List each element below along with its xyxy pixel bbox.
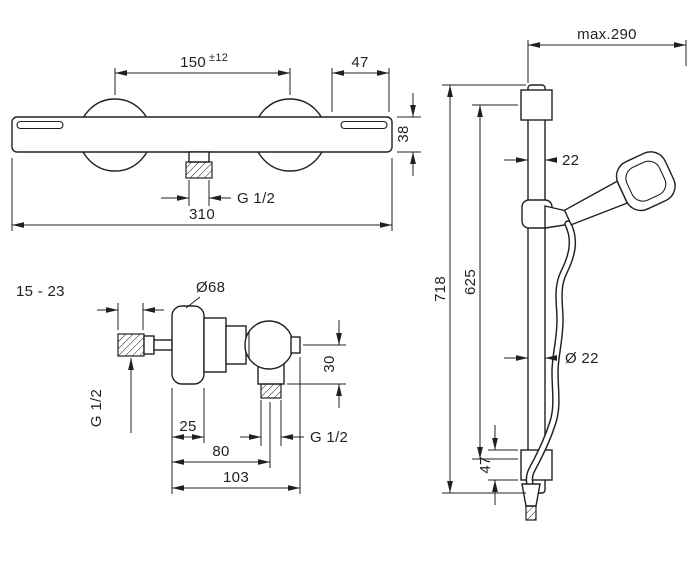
front-outlet-thread-label: G 1/2 [237, 190, 275, 207]
temp-knob [244, 320, 294, 370]
dim-rail-diameter: Ø 22 [504, 350, 599, 367]
hose-end-hatch [525, 505, 537, 521]
body-step-1 [203, 317, 227, 373]
outlet-hatch-side [260, 383, 282, 399]
shower-head-inner [625, 160, 667, 202]
label-escutcheon-diameter: Ø68 [185, 279, 225, 309]
dim-150-label: 150 [180, 54, 206, 71]
dim-103-label: 103 [223, 469, 249, 486]
body-step-2 [225, 325, 247, 365]
shower-hose [527, 221, 575, 487]
top-bracket [520, 89, 553, 121]
dim-625-label: 625 [462, 269, 479, 295]
shower-handle [563, 180, 629, 226]
outlet-neck [188, 151, 210, 163]
dim-outlet-thread-front: G 1/2 [161, 180, 275, 207]
dim-47-bracket-label: 47 [477, 456, 494, 473]
dim-80-label: 80 [212, 443, 229, 460]
shower-head-outer [615, 151, 676, 212]
dim-bar-height: 625 [462, 104, 518, 460]
dim-22-label: 22 [562, 152, 579, 169]
dim-bracket-height: 47 [477, 425, 518, 505]
inlet-nipple-hatch [117, 333, 145, 357]
grip-slot-right [340, 120, 388, 130]
dim-310-label: 310 [189, 206, 215, 223]
shower-rail [527, 84, 546, 494]
dim-38-label: 38 [395, 125, 412, 142]
dim-150-tolerance: ±12 [209, 52, 228, 64]
mixer-bar-body [11, 116, 393, 153]
inlet-thread-label: G 1/2 [88, 389, 105, 427]
escutcheon-diameter-label: Ø68 [196, 279, 225, 296]
outlet-thread-hatch [185, 161, 213, 179]
s-union-flange [143, 335, 155, 355]
connector-tube [153, 339, 173, 351]
front-view: 150 ±12 47 38 G 1/2 [11, 52, 421, 231]
dim-outlet-thread-side: G 1/2 [240, 400, 348, 446]
max-reach-label: max.290 [577, 26, 637, 43]
dim-overall-height: 718 [432, 84, 526, 494]
dim-max-reach: max.290 [527, 26, 687, 83]
dim-30-label: 30 [321, 355, 338, 372]
rail-diameter-label: Ø 22 [565, 350, 599, 367]
wall-distance-label: 15 - 23 [16, 283, 65, 300]
dim-overall-width: 310 [11, 158, 393, 231]
dim-handle-length: 47 [331, 54, 390, 112]
dim-47-label: 47 [351, 54, 368, 71]
dim-bracket-width: 22 [504, 152, 579, 169]
escutcheon-side [171, 305, 205, 385]
dim-wall-distance: 15 - 23 [16, 283, 164, 330]
hose-end-cone [521, 483, 541, 507]
outlet-thread-label-side: G 1/2 [310, 429, 348, 446]
dim-outlet-drop: 30 [287, 320, 346, 408]
knob-tab [290, 336, 301, 354]
label-inlet-thread: G 1/2 [88, 358, 134, 433]
grip-slot-left [16, 120, 64, 130]
dim-center-distance: 150 ±12 [114, 52, 291, 95]
hand-shower [563, 151, 676, 226]
dim-25-label: 25 [179, 418, 196, 435]
dim-718-label: 718 [432, 276, 449, 302]
side-view: 15 - 23 Ø68 G 1/2 30 G 1/2 [16, 279, 348, 494]
dim-body-height: 38 [395, 93, 421, 176]
dim-depth-chain: 25 80 103 [171, 357, 301, 494]
rail-view: max.290 718 625 22 Ø 22 [432, 26, 687, 521]
